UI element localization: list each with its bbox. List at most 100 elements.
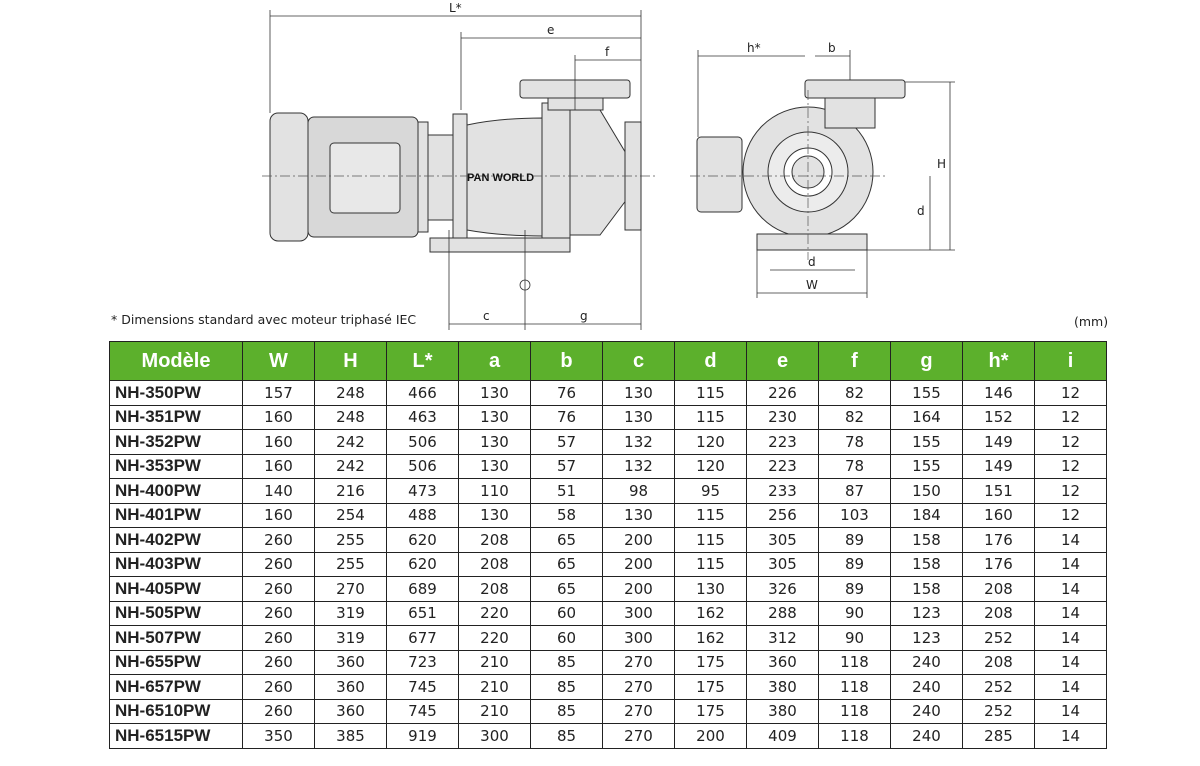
value-cell: 200 — [602, 576, 675, 602]
value-cell: 157 — [242, 380, 315, 406]
value-cell: 319 — [314, 600, 387, 626]
value-cell: 223 — [746, 429, 819, 455]
value-cell: 620 — [386, 551, 459, 577]
terminal-box — [329, 142, 401, 214]
value-cell: 87 — [818, 478, 891, 504]
value-cell: 123 — [890, 600, 963, 626]
value-cell: 176 — [962, 551, 1035, 577]
value-cell: 85 — [530, 674, 603, 700]
value-cell: 118 — [818, 723, 891, 749]
value-cell: 85 — [530, 723, 603, 749]
value-cell: 89 — [818, 551, 891, 577]
dim-H: H — [937, 157, 946, 171]
value-cell: 115 — [674, 404, 747, 430]
value-cell: 132 — [602, 453, 675, 479]
value-cell: 160 — [242, 502, 315, 528]
dim-L: L* — [449, 1, 462, 15]
value-cell: 689 — [386, 576, 459, 602]
dim-b: b — [828, 41, 836, 55]
value-cell: 223 — [746, 453, 819, 479]
value-cell: 110 — [458, 478, 531, 504]
value-cell: 360 — [314, 674, 387, 700]
value-cell: 115 — [674, 502, 747, 528]
value-cell: 98 — [602, 478, 675, 504]
value-cell: 270 — [602, 698, 675, 724]
model-cell: NH-401PW — [109, 502, 243, 528]
value-cell: 118 — [818, 674, 891, 700]
value-cell: 360 — [746, 649, 819, 675]
value-cell: 240 — [890, 723, 963, 749]
value-cell: 160 — [242, 429, 315, 455]
model-cell: NH-655PW — [109, 649, 243, 675]
value-cell: 160 — [962, 502, 1035, 528]
value-cell: 651 — [386, 600, 459, 626]
value-cell: 208 — [458, 576, 531, 602]
value-cell: 248 — [314, 380, 387, 406]
value-cell: 14 — [1034, 723, 1107, 749]
value-cell: 208 — [458, 551, 531, 577]
column-header: d — [674, 341, 747, 381]
value-cell: 14 — [1034, 576, 1107, 602]
value-cell: 300 — [458, 723, 531, 749]
value-cell: 723 — [386, 649, 459, 675]
value-cell: 208 — [962, 576, 1035, 602]
value-cell: 248 — [314, 404, 387, 430]
dim-d-vertical: d — [917, 204, 925, 218]
model-cell: NH-351PW — [109, 404, 243, 430]
value-cell: 270 — [602, 723, 675, 749]
value-cell: 208 — [458, 527, 531, 553]
value-cell: 260 — [242, 625, 315, 651]
model-cell: NH-405PW — [109, 576, 243, 602]
value-cell: 160 — [242, 453, 315, 479]
value-cell: 130 — [458, 429, 531, 455]
dim-W: W — [806, 278, 818, 292]
value-cell: 260 — [242, 649, 315, 675]
value-cell: 473 — [386, 478, 459, 504]
value-cell: 89 — [818, 527, 891, 553]
value-cell: 240 — [890, 649, 963, 675]
value-cell: 14 — [1034, 551, 1107, 577]
column-header: H — [314, 341, 387, 381]
value-cell: 82 — [818, 380, 891, 406]
value-cell: 14 — [1034, 649, 1107, 675]
value-cell: 260 — [242, 698, 315, 724]
value-cell: 270 — [602, 649, 675, 675]
column-header: W — [242, 341, 315, 381]
value-cell: 149 — [962, 453, 1035, 479]
value-cell: 14 — [1034, 625, 1107, 651]
value-cell: 220 — [458, 600, 531, 626]
value-cell: 260 — [242, 527, 315, 553]
value-cell: 78 — [818, 453, 891, 479]
value-cell: 118 — [818, 698, 891, 724]
value-cell: 210 — [458, 674, 531, 700]
value-cell: 57 — [530, 453, 603, 479]
value-cell: 254 — [314, 502, 387, 528]
value-cell: 146 — [962, 380, 1035, 406]
value-cell: 240 — [890, 674, 963, 700]
value-cell: 210 — [458, 649, 531, 675]
value-cell: 82 — [818, 404, 891, 430]
value-cell: 155 — [890, 380, 963, 406]
value-cell: 326 — [746, 576, 819, 602]
value-cell: 216 — [314, 478, 387, 504]
value-cell: 300 — [602, 625, 675, 651]
column-header: c — [602, 341, 675, 381]
value-cell: 312 — [746, 625, 819, 651]
motor-fan-cover — [269, 112, 309, 242]
column-header: L* — [386, 341, 459, 381]
value-cell: 208 — [962, 649, 1035, 675]
value-cell: 226 — [746, 380, 819, 406]
value-cell: 12 — [1034, 502, 1107, 528]
value-cell: 151 — [962, 478, 1035, 504]
value-cell: 350 — [242, 723, 315, 749]
value-cell: 60 — [530, 625, 603, 651]
value-cell: 260 — [242, 551, 315, 577]
